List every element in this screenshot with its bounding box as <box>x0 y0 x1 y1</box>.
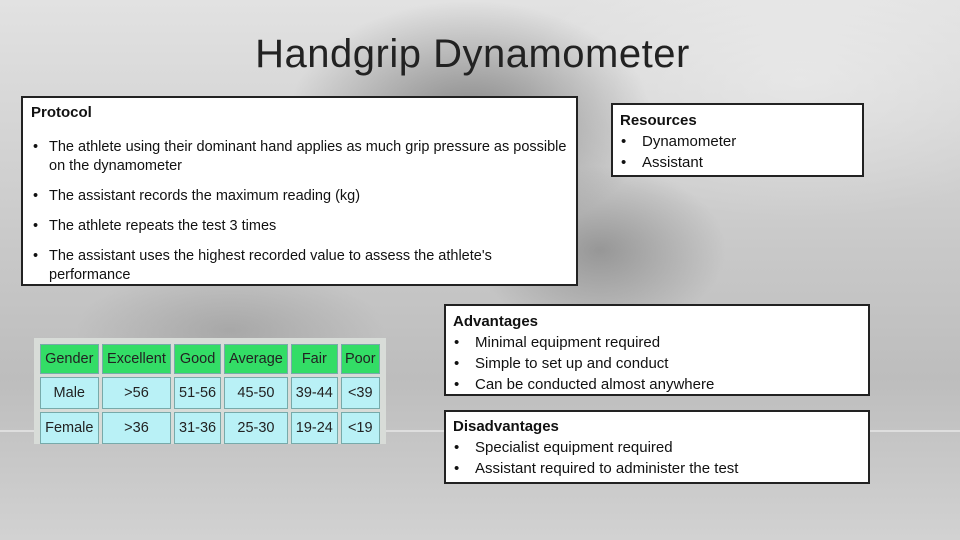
advantages-box: Advantages Minimal equipment required Si… <box>444 304 870 396</box>
header-cell: Poor <box>340 344 380 374</box>
advantages-item: Simple to set up and conduct <box>453 353 861 374</box>
table-cell: <39 <box>340 377 380 409</box>
slide-title: Handgrip Dynamometer <box>255 32 690 76</box>
header-cell: Gender <box>40 344 99 374</box>
table-cell: <19 <box>340 412 380 444</box>
resources-list: Dynamometer Assistant <box>620 131 855 173</box>
table-cell: 45-50 <box>223 377 289 409</box>
advantages-heading: Advantages <box>453 313 539 330</box>
table-cell: Male <box>40 377 99 409</box>
protocol-item: The athlete repeats the test 3 times <box>31 217 568 236</box>
disadvantages-item: Specialist equipment required <box>453 437 861 458</box>
advantages-list: Minimal equipment required Simple to set… <box>453 332 861 395</box>
resources-item: Dynamometer <box>620 131 855 152</box>
protocol-heading: Protocol <box>31 104 92 121</box>
header-cell: Average <box>223 344 289 374</box>
norms-table-image: Gender Excellent Good Average Fair Poor … <box>34 338 386 444</box>
table-cell: >56 <box>101 377 172 409</box>
protocol-list: The athlete using their dominant hand ap… <box>31 138 568 285</box>
table-row: Female >36 31-36 25-30 19-24 <19 <box>40 412 380 444</box>
disadvantages-item: Assistant required to administer the tes… <box>453 458 861 479</box>
disadvantages-heading: Disadvantages <box>453 418 559 435</box>
table-cell: Female <box>40 412 99 444</box>
table-cell: 19-24 <box>291 412 338 444</box>
protocol-item: The assistant uses the highest recorded … <box>31 247 568 285</box>
table-row: Male >56 51-56 45-50 39-44 <39 <box>40 377 380 409</box>
table-cell: 39-44 <box>291 377 338 409</box>
protocol-box: Protocol The athlete using their dominan… <box>21 96 578 286</box>
header-cell: Fair <box>291 344 338 374</box>
table-cell: 25-30 <box>223 412 289 444</box>
norms-table: Gender Excellent Good Average Fair Poor … <box>37 341 383 447</box>
resources-heading: Resources <box>620 112 697 129</box>
advantages-item: Minimal equipment required <box>453 332 861 353</box>
protocol-item: The assistant records the maximum readin… <box>31 187 568 206</box>
header-cell: Good <box>174 344 221 374</box>
table-cell: >36 <box>101 412 172 444</box>
header-cell: Excellent <box>101 344 172 374</box>
table-header-row: Gender Excellent Good Average Fair Poor <box>40 344 380 374</box>
table-cell: 51-56 <box>174 377 221 409</box>
resources-item: Assistant <box>620 152 855 173</box>
disadvantages-list: Specialist equipment required Assistant … <box>453 437 861 479</box>
disadvantages-box: Disadvantages Specialist equipment requi… <box>444 410 870 484</box>
protocol-item: The athlete using their dominant hand ap… <box>31 138 568 176</box>
advantages-item: Can be conducted almost anywhere <box>453 374 861 395</box>
table-cell: 31-36 <box>174 412 221 444</box>
resources-box: Resources Dynamometer Assistant <box>611 103 864 177</box>
